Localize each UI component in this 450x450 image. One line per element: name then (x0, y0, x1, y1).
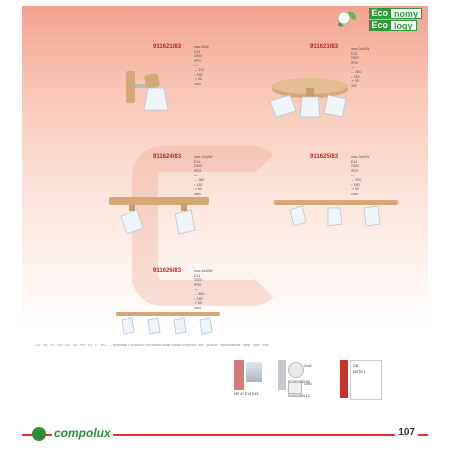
spec-line: ↕ 180 (351, 182, 360, 187)
eco-badge: Eco nomy Eco logy (369, 8, 422, 32)
watermark-logo (132, 146, 282, 306)
product-specs: max 2x40W E14 230V IP20 — ↔ 360 ↕ 180 ↗ … (194, 155, 228, 196)
product-specs: max 3x40W E14 230V IP20 — ↔ 570 ↕ 180 ↗ … (351, 155, 385, 196)
spec-line: — (194, 287, 198, 292)
spec-line: ↗ 60 (351, 187, 359, 192)
thumbnail-color-tab (340, 360, 348, 398)
thumbnail-code: NR 47 E14 K45 (234, 392, 259, 396)
thumbnail-code: NOTE 1 (353, 370, 366, 374)
spec-line: IP20 (194, 168, 202, 173)
thumbnail-glass-shade: NR 47 E14 K45 (234, 360, 264, 400)
ce-mark-icon: CE (353, 363, 359, 368)
spec-line: 230V (351, 56, 360, 61)
spec-line: 230V (194, 164, 203, 169)
spec-line: 230V (194, 54, 203, 59)
spec-line: ↔ 120 (194, 67, 205, 72)
multilingual-text-strip: CZ · SK · PL · HU · DE · GB · FR · ES · … (36, 344, 269, 347)
product-code: 911624/83 (153, 154, 182, 160)
page-number: 107 (395, 427, 418, 438)
spec-line: ↔ 360 (194, 177, 205, 182)
bulb-icon (288, 362, 304, 378)
spec-line: E14 (194, 273, 201, 278)
product-specs: max 4x40W E14 230V IP20 — ↔ 800 ↕ 180 ↗ … (194, 269, 228, 310)
eco-badge-row1-a: Eco (369, 8, 390, 19)
thumbnail-color-tab (278, 360, 286, 390)
bar-4-spot-lamp-image (116, 312, 220, 335)
spec-line: ↔ 300 (351, 69, 362, 74)
spec-line: — (194, 173, 198, 178)
thumbnail-label: 2x40 (304, 364, 312, 368)
spec-line: E14 (351, 51, 358, 56)
eco-badge-row2-a: Eco (369, 20, 390, 31)
thumbnail-color-tab (234, 360, 244, 390)
spec-line: ↔ 800 (194, 291, 205, 296)
spec-line: — (351, 65, 355, 70)
spec-line: ↔ 570 (351, 177, 362, 182)
spec-line: — (351, 173, 355, 178)
spec-line: IP20 (351, 60, 359, 65)
spec-line: — (194, 63, 198, 68)
spec-line: 230V (351, 164, 360, 169)
wall-spot-lamp-image (126, 71, 169, 111)
spec-line: E14 (194, 49, 201, 54)
thumbnail-bulb-1x40: 1x40 910003/80-13 (278, 382, 318, 398)
footer: compolux 107 (22, 424, 428, 446)
catalog-page: Eco nomy Eco logy 911621/83 max 40W E14 … (22, 6, 428, 446)
certification-sheet: CE NOTE 1 (350, 360, 382, 400)
thumbnail-code: 910003/80-13 (288, 394, 310, 398)
spec-line: xxxx (194, 305, 201, 310)
spec-line: xxxx (351, 191, 358, 196)
eco-badge-row1-b: nomy (389, 8, 422, 19)
footer-divider (22, 434, 428, 436)
bar-3-spot-lamp-image (274, 200, 398, 227)
brand-logo-text: compolux (52, 426, 113, 440)
spec-line: max 40W (194, 45, 209, 49)
spec-line: 230V (194, 278, 203, 283)
product-specs: max 3x40W E14 230V IP20 — ↔ 300 ↕ 180 ↗ … (351, 47, 385, 88)
spec-line: E14 (351, 159, 358, 164)
spec-line: ↕ 180 (194, 72, 203, 77)
spec-line: IP20 (194, 282, 202, 287)
spec-line: ↕ 180 (351, 74, 360, 79)
product-code: 911625/83 (310, 154, 339, 160)
thumbnail-label: 1x40 (304, 382, 312, 386)
bar-2-spot-lamp-image (109, 197, 209, 235)
bulb-leaf-icon (337, 11, 356, 27)
bulb-icon (288, 382, 302, 394)
spec-line: IP20 (351, 168, 359, 173)
spec-line: max 3x40W (351, 155, 370, 159)
thumbnail-certification: CE NOTE 1 (340, 360, 384, 400)
spec-line: E14 (194, 159, 201, 164)
spec-line: ↗ 90 (194, 77, 202, 82)
spec-line: xxxx (194, 81, 201, 86)
spec-line: IP20 (194, 58, 202, 63)
spec-line: ↗ 60 (194, 187, 202, 192)
spec-line: xxxx (194, 191, 201, 196)
compolux-logo-icon (32, 427, 46, 441)
product-code: 911623/83 (310, 44, 339, 50)
eco-badge-row2-b: logy (389, 20, 417, 31)
glass-shade-icon (246, 362, 262, 382)
spec-line: max 3x40W (351, 47, 370, 51)
spec-line: ↕ 180 (194, 182, 203, 187)
spec-line: 300 (351, 83, 357, 88)
product-code: 911626/83 (153, 268, 182, 274)
spec-line: max 2x40W (194, 155, 213, 159)
spec-line: max 4x40W (194, 269, 213, 273)
spec-line: ↗ 60 (194, 301, 202, 306)
product-code: 911621/83 (153, 44, 182, 50)
spec-line: ↗ 90 (351, 79, 359, 84)
spec-line: ↕ 180 (194, 296, 203, 301)
product-specs: max 40W E14 230V IP20 — ↔ 120 ↕ 180 ↗ 90… (194, 45, 228, 86)
ceiling-round-3-spot-lamp-image (269, 78, 348, 118)
